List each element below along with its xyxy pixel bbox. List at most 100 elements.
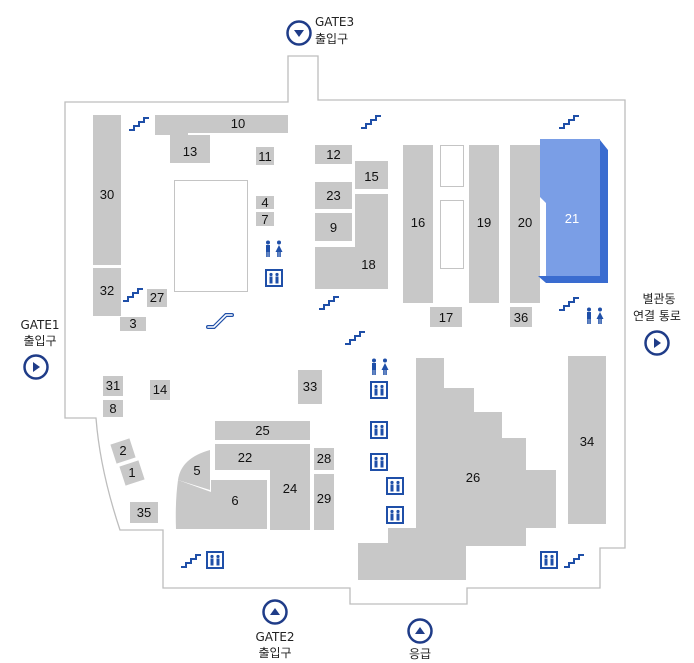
store-8-block[interactable] bbox=[103, 400, 123, 417]
store-29-block[interactable] bbox=[314, 474, 334, 530]
store-8-label: 8 bbox=[109, 401, 117, 416]
store-16-block[interactable] bbox=[403, 145, 433, 303]
store-30-label: 30 bbox=[99, 187, 115, 202]
store-18-side bbox=[315, 247, 355, 289]
store-13-label: 13 bbox=[182, 144, 198, 159]
store-18-block[interactable] bbox=[355, 194, 388, 289]
escalator-icon bbox=[206, 313, 234, 329]
store-27-block[interactable] bbox=[147, 289, 167, 307]
store-4-label: 4 bbox=[261, 195, 269, 210]
store-5-label: 5 bbox=[193, 463, 201, 478]
store-32-label: 32 bbox=[99, 283, 115, 298]
elevator-icon bbox=[370, 421, 388, 439]
stairs-icon bbox=[181, 554, 201, 568]
atrium-void bbox=[174, 180, 248, 292]
store-14-label: 14 bbox=[152, 382, 168, 397]
store-7-label: 7 bbox=[261, 212, 269, 227]
store-20-label: 20 bbox=[517, 215, 533, 230]
store-22-block[interactable] bbox=[215, 444, 275, 470]
void-lower bbox=[440, 200, 464, 269]
store-35-block[interactable] bbox=[130, 502, 158, 523]
store-3-block[interactable] bbox=[120, 317, 146, 331]
store-17-block[interactable] bbox=[430, 307, 462, 327]
stairs-icon bbox=[129, 117, 149, 131]
gate3-arrow-icon[interactable] bbox=[286, 20, 312, 46]
elevator-icon bbox=[386, 477, 404, 495]
store-5-block[interactable] bbox=[175, 448, 215, 493]
store-32-block[interactable] bbox=[93, 268, 121, 316]
store-34-block[interactable] bbox=[568, 356, 606, 524]
store-19-label: 19 bbox=[476, 215, 492, 230]
store-25-block[interactable] bbox=[215, 421, 310, 440]
store-23-block[interactable] bbox=[315, 182, 352, 209]
store-23-label: 23 bbox=[326, 188, 341, 203]
store-10-block[interactable] bbox=[188, 115, 288, 133]
store-12-label: 12 bbox=[326, 147, 341, 162]
store-9-block[interactable] bbox=[315, 213, 352, 241]
store-21-label: 21 bbox=[564, 211, 580, 226]
store-34-label: 34 bbox=[579, 434, 595, 449]
store-16-label: 16 bbox=[410, 215, 426, 230]
gate2-sub: 출입구 bbox=[258, 646, 292, 660]
annex-line1: 별관동 bbox=[642, 292, 676, 306]
store-27-label: 27 bbox=[149, 290, 165, 305]
elevator-icon bbox=[206, 551, 224, 569]
stairs-icon bbox=[564, 554, 584, 568]
store-19-block[interactable] bbox=[469, 145, 499, 303]
store-18-label: 18 bbox=[361, 257, 376, 272]
store-13-block[interactable] bbox=[170, 135, 210, 163]
store-28-label: 28 bbox=[316, 451, 332, 466]
gate2-arrow-icon[interactable] bbox=[262, 599, 288, 625]
store-9-label: 9 bbox=[329, 220, 338, 235]
store-33-block[interactable] bbox=[298, 370, 322, 404]
restroom-icon bbox=[266, 240, 283, 257]
store-24-label: 24 bbox=[282, 481, 298, 496]
store-20-block[interactable] bbox=[510, 145, 540, 303]
stairs-icon bbox=[345, 331, 365, 345]
store-12-block[interactable] bbox=[315, 145, 352, 164]
elevator-icon bbox=[265, 269, 283, 287]
store-31-label: 31 bbox=[105, 378, 121, 393]
store-21-highlight[interactable] bbox=[538, 137, 608, 287]
store-35-label: 35 bbox=[136, 505, 152, 520]
store-26-block[interactable] bbox=[356, 356, 566, 586]
store-2-label: 2 bbox=[119, 443, 127, 458]
gate1-arrow-icon[interactable] bbox=[23, 354, 49, 380]
annex-arrow-icon[interactable] bbox=[644, 330, 670, 356]
store-30-block[interactable] bbox=[93, 115, 121, 265]
stairs-icon bbox=[559, 115, 579, 129]
gate2-label: GATE2 bbox=[255, 630, 295, 644]
gate3-sub: 출입구 bbox=[315, 32, 349, 46]
store-14-block[interactable] bbox=[150, 380, 170, 400]
store-36-block[interactable] bbox=[510, 307, 532, 327]
emergency-arrow-icon[interactable] bbox=[407, 618, 433, 644]
store-7-block[interactable] bbox=[256, 212, 274, 226]
store-11-label: 11 bbox=[258, 149, 272, 164]
store-11-block[interactable] bbox=[256, 147, 274, 165]
store-24-block[interactable] bbox=[270, 444, 310, 530]
elevator-icon bbox=[386, 506, 404, 524]
restroom-icon bbox=[587, 307, 604, 324]
stairs-icon bbox=[361, 115, 381, 129]
stairs-icon bbox=[123, 288, 143, 302]
store-26-label: 26 bbox=[465, 470, 481, 485]
gate1-sub: 출입구 bbox=[23, 334, 57, 348]
store-31-block[interactable] bbox=[103, 376, 123, 396]
store-15-block[interactable] bbox=[355, 161, 388, 189]
store-17-label: 17 bbox=[438, 310, 454, 325]
elevator-icon bbox=[370, 381, 388, 399]
store-33-label: 33 bbox=[302, 379, 318, 394]
annex-line2: 연결 통로 bbox=[633, 309, 681, 323]
void-upper bbox=[440, 145, 464, 187]
store-36-label: 36 bbox=[513, 310, 529, 325]
store-15-label: 15 bbox=[364, 169, 379, 184]
elevator-icon bbox=[370, 453, 388, 471]
store-4-block[interactable] bbox=[256, 196, 274, 209]
gate3-label: GATE3 bbox=[315, 15, 355, 29]
stairs-icon bbox=[559, 297, 579, 311]
store-10-label: 10 bbox=[230, 116, 246, 131]
store-6-block[interactable] bbox=[175, 472, 270, 530]
store-28-block[interactable] bbox=[314, 448, 334, 470]
restroom-icon bbox=[372, 358, 389, 375]
